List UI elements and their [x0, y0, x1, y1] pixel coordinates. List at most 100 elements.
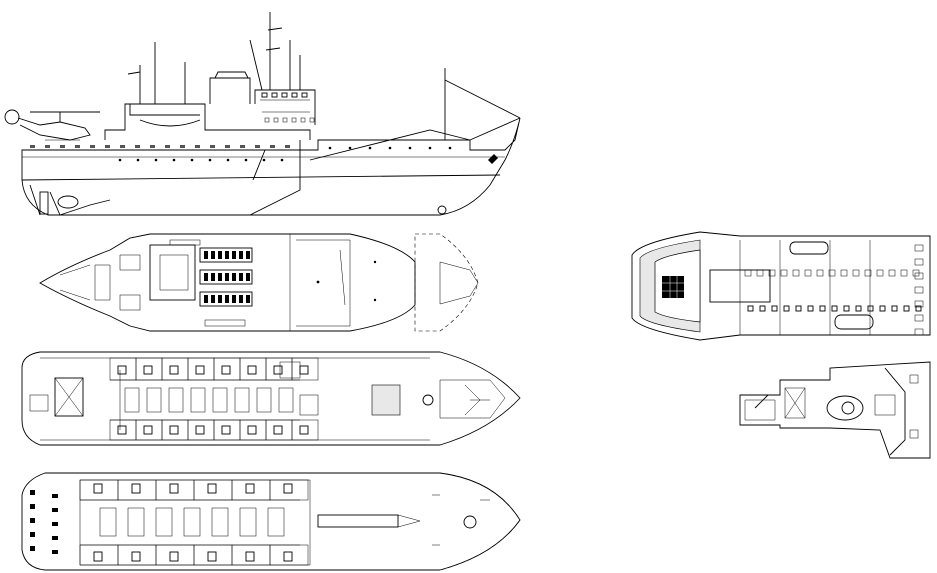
hold-deck-box-4	[204, 319, 246, 327]
profile-davit-post	[127, 65, 141, 104]
porthole	[285, 145, 290, 148]
fitting	[914, 258, 924, 266]
fitting	[804, 269, 812, 277]
cabin	[135, 357, 163, 381]
cabin	[269, 544, 309, 566]
engine-cylinder	[225, 295, 229, 303]
cabin-fitting	[169, 365, 179, 375]
profile-bulb-mark	[437, 205, 447, 215]
upper-deck-accommodation	[79, 479, 311, 566]
wheelhouse-mast-base	[744, 399, 776, 421]
cabin-fitting	[247, 365, 257, 375]
window	[261, 92, 268, 98]
room	[267, 507, 285, 537]
cabin-fitting	[143, 365, 153, 375]
room	[183, 507, 201, 537]
cabin-fitting	[299, 425, 309, 435]
porthole	[150, 145, 155, 148]
bridge-deck-boat-1	[789, 241, 829, 255]
upper-deck-cabins	[30, 479, 309, 566]
porthole	[75, 145, 80, 148]
upper-deck-crane	[317, 514, 399, 528]
wheelhouse-radar-room	[784, 387, 806, 419]
cabin	[117, 479, 157, 501]
cabin-fitting	[169, 483, 179, 494]
engine-cylinder	[211, 251, 215, 259]
deck-fitting	[30, 490, 35, 495]
porthole	[190, 158, 194, 162]
engine-cylinder	[204, 273, 208, 281]
room	[190, 387, 206, 413]
engine	[199, 247, 253, 263]
cabin-fitting	[245, 483, 255, 494]
hold-deck-engine-room	[289, 234, 351, 331]
profile-forecastle-rail	[309, 129, 471, 161]
porthole	[348, 146, 352, 150]
cabin-fitting	[131, 551, 141, 562]
cabin-fitting	[195, 425, 205, 435]
deck-fitting	[30, 532, 35, 537]
profile-stay	[249, 39, 263, 91]
porthole	[90, 145, 95, 148]
engine-cylinder	[211, 295, 215, 303]
fitting	[888, 269, 896, 277]
engine-cylinder	[218, 295, 222, 303]
upper-deck-dashed-fore	[312, 472, 521, 571]
porthole	[262, 158, 266, 162]
porthole	[208, 158, 212, 162]
cabin-fitting	[169, 551, 179, 562]
fitting	[914, 300, 924, 308]
porthole	[448, 146, 452, 150]
window	[282, 117, 288, 123]
cabin-fitting	[143, 425, 153, 435]
deck-fitting	[30, 518, 35, 523]
cabin	[79, 544, 119, 566]
room	[168, 387, 184, 413]
cabin-fitting	[273, 425, 283, 435]
main-deck-aft-fitting	[29, 394, 49, 412]
porthole	[120, 145, 125, 148]
porthole	[328, 146, 332, 150]
main-deck-capstan	[422, 394, 434, 406]
cabin	[161, 419, 189, 441]
cabin	[231, 544, 271, 566]
cabin	[265, 419, 293, 441]
main-deck-cabins	[109, 357, 319, 441]
cabin-fitting	[169, 425, 179, 435]
engine-cylinder	[225, 251, 229, 259]
cabin-fitting	[245, 551, 255, 562]
room	[239, 507, 257, 537]
porthole	[428, 146, 432, 150]
fitting	[876, 269, 884, 277]
porthole	[180, 145, 185, 148]
cabin	[161, 357, 189, 381]
window	[264, 117, 270, 123]
porthole	[45, 145, 50, 148]
porthole	[172, 158, 176, 162]
hold-deck-dot-3	[373, 298, 377, 302]
engine-cylinder	[232, 295, 236, 303]
fitting	[768, 269, 776, 277]
room	[211, 507, 229, 537]
porthole	[388, 146, 392, 150]
cabin	[193, 544, 233, 566]
cabin-fitting	[117, 425, 127, 435]
cabin-fitting	[207, 551, 217, 562]
engine-cylinder	[239, 273, 243, 281]
window	[271, 92, 278, 98]
fitting	[807, 305, 814, 312]
window	[291, 117, 297, 123]
upper-deck-crane-tip	[397, 514, 421, 528]
profile-hull	[21, 117, 521, 216]
engine-cylinder	[232, 251, 236, 259]
hold-deck-box-3	[169, 239, 201, 246]
deck-fitting	[52, 550, 58, 554]
room	[212, 387, 228, 413]
room	[146, 387, 162, 413]
engine-cylinder	[218, 251, 222, 259]
cabin-fitting	[131, 483, 141, 494]
fitting	[864, 269, 872, 277]
fitting	[867, 305, 874, 312]
cabin	[269, 479, 309, 501]
